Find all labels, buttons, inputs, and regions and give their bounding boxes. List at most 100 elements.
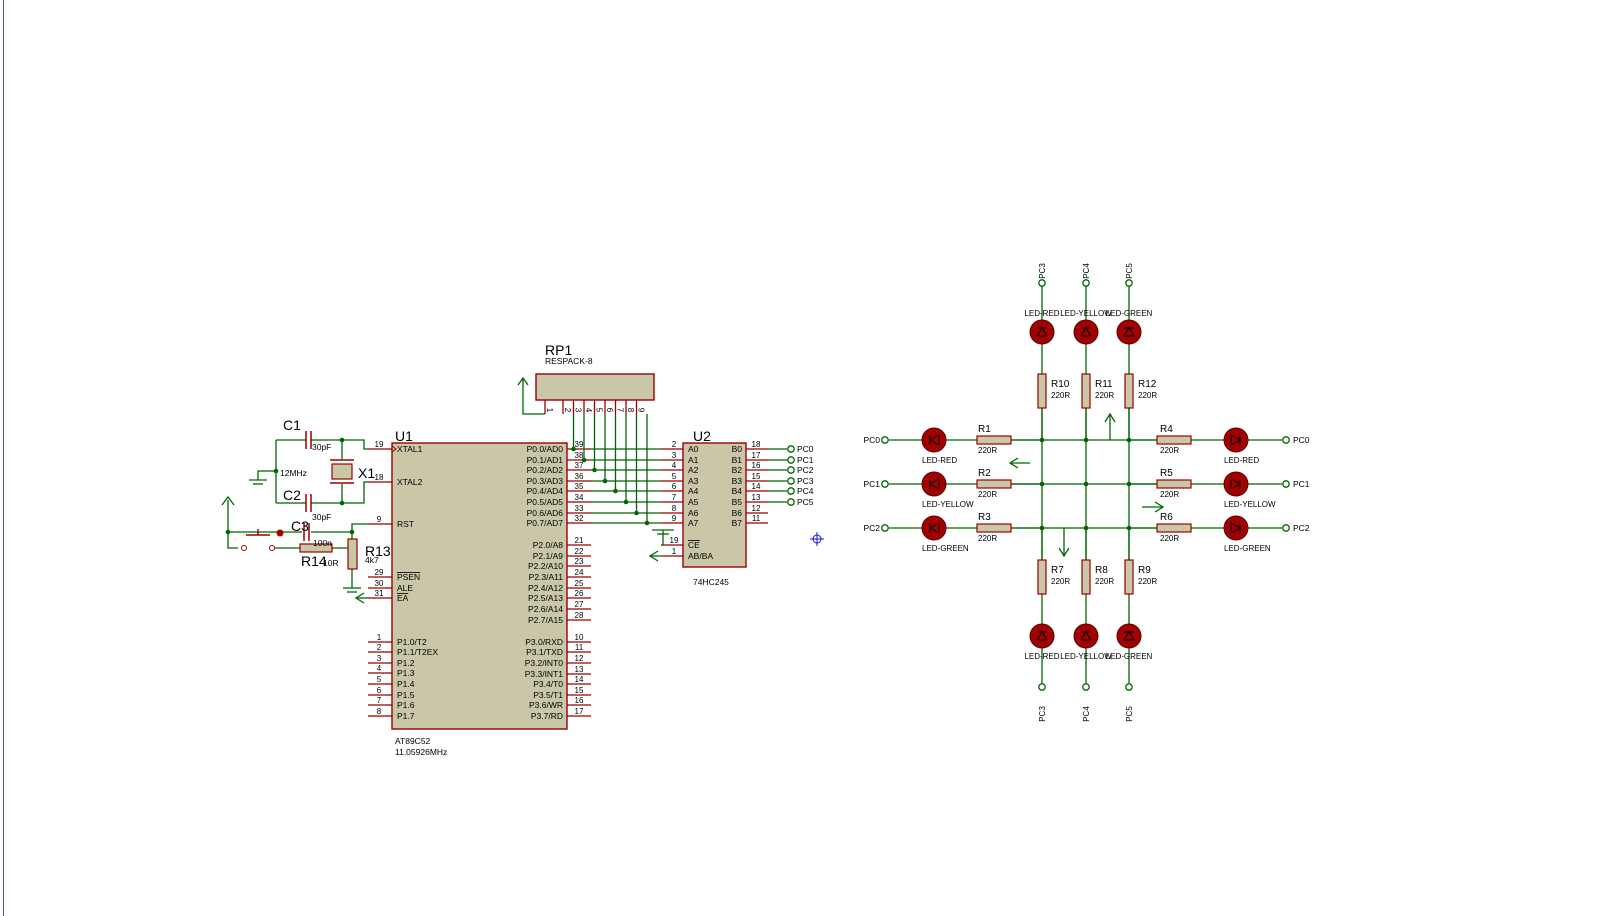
led-north-2[interactable] [1073,319,1099,345]
led-west-2-symbol [928,478,940,490]
reset-button-indicator[interactable] [276,529,284,537]
resistor-ref: R1 [978,424,991,435]
led-west-2[interactable] [921,471,947,497]
net-terminal[interactable] [1282,436,1290,444]
net-terminal[interactable] [1038,279,1046,287]
u2-pin-name: CE [688,540,700,550]
net-terminal[interactable] [1282,524,1290,532]
net-terminal[interactable] [881,480,889,488]
net-terminal[interactable] [787,445,795,453]
resistor-r3[interactable] [976,523,1012,533]
x1-crystal[interactable] [331,463,353,480]
led-south-1[interactable] [1029,623,1055,649]
resistor-r8[interactable] [1081,559,1091,595]
c3-value: 100n [313,538,332,548]
resistor-ref: R6 [1160,512,1173,523]
led-north-3[interactable] [1116,319,1142,345]
u2-body[interactable] [682,442,747,568]
net-terminal[interactable] [1125,279,1133,287]
net-terminal[interactable] [787,487,795,495]
u1-pin-number: 26 [575,589,584,598]
led-south-2[interactable] [1073,623,1099,649]
resistor-r2[interactable] [976,479,1012,489]
led-west-1-symbol [928,434,940,446]
u1-pin-number: 35 [575,482,584,491]
u2-pin-number: 3 [672,451,677,460]
u2-pin-number: 4 [672,461,677,470]
resistor-r9[interactable] [1124,559,1134,595]
ce-gnd-wire[interactable] [661,530,664,546]
resistor-r10[interactable] [1037,373,1047,409]
u1-pin-name: P2.4/A12 [528,583,563,593]
led-label: LED-RED [1024,652,1059,661]
r14-resistor[interactable] [299,543,333,553]
vcc-arrow [221,495,235,506]
resistor-r1[interactable] [976,435,1012,445]
net-terminal[interactable] [787,498,795,506]
net-label-pc3: PC3 [797,476,814,486]
u1-pin-name: P0.7/AD7 [527,518,564,528]
led-east-1[interactable] [1223,427,1249,453]
xtal1-wire[interactable] [311,439,368,450]
u1-pin-name: P1.1/T2EX [397,647,438,657]
net-terminal[interactable] [787,456,795,464]
rp1-vcc-wire[interactable] [522,378,545,415]
u1-pin-name: P2.0/A8 [533,540,564,550]
r14-ref: R14 [301,553,327,569]
net-terminal[interactable] [787,477,795,485]
led-label: LED-GREEN [1106,309,1153,318]
reset-vcc-wire[interactable] [227,500,238,549]
net-label-pc4: PC4 [797,486,814,496]
net-terminal[interactable] [1125,683,1133,691]
net-terminal[interactable] [787,466,795,474]
xtal2-wire[interactable] [311,481,368,504]
net-terminal[interactable] [1082,279,1090,287]
resistor-r5[interactable] [1156,479,1192,489]
u1-pin-name: EA [397,593,409,603]
led-east-2[interactable] [1223,471,1249,497]
net-terminal[interactable] [1038,683,1046,691]
led-south-3[interactable] [1116,623,1142,649]
net-label-pc4: PC4 [1082,706,1091,722]
u2-part: 74HC245 [693,577,729,587]
net-terminal[interactable] [1282,480,1290,488]
direction-arrow [1058,547,1070,558]
led-east-3[interactable] [1223,515,1249,541]
u1-body[interactable] [391,442,568,730]
led-north-1[interactable] [1029,319,1055,345]
net-terminal[interactable] [1082,683,1090,691]
junction-dot [1039,525,1045,531]
u1-freq: 11.05926MHz [395,747,447,757]
rp1-body[interactable] [535,373,655,401]
led-west-1[interactable] [921,427,947,453]
rst-wire[interactable] [311,523,368,533]
clock-gnd-wire[interactable] [257,470,276,480]
r13-resistor[interactable] [347,538,358,570]
rp1-part: RESPACK-8 [545,356,593,366]
u1-pin-number: 17 [575,707,584,716]
resistor-r4[interactable] [1156,435,1192,445]
resistor-r12[interactable] [1124,373,1134,409]
led-west-3[interactable] [921,515,947,541]
resistor-r6[interactable] [1156,523,1192,533]
resistor-value: 220R [1160,490,1179,499]
net-label-pc4: PC4 [1082,263,1091,279]
u1-pin-name: ALE [397,583,413,593]
junction-dot [1126,481,1132,487]
net-terminal[interactable] [881,524,889,532]
u1-pin-number: 9 [377,515,382,524]
led-east-2-symbol [1230,478,1242,490]
resistor-r11[interactable] [1081,373,1091,409]
resistor-r7[interactable] [1037,559,1047,595]
u1-pin-name: P1.0/T2 [397,637,427,647]
u1-pin-number: 1 [377,633,382,642]
u1-pin-name: P1.2 [397,658,415,668]
u2-pin-number: 16 [752,461,761,470]
resistor-ref: R3 [978,512,991,523]
rp1-pin-number: 7 [616,408,625,413]
net-terminal[interactable] [881,436,889,444]
u2-pin-number: 6 [672,482,677,491]
u1-pin-name: P2.3/A11 [529,572,564,582]
rp1-pin-number: 9 [637,408,646,413]
